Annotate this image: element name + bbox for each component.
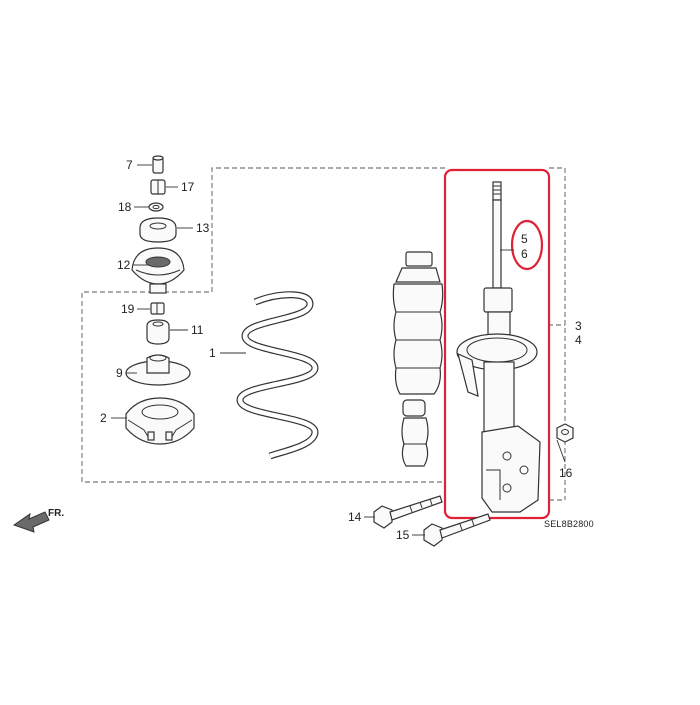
- front-direction-arrow: FR.: [12, 508, 64, 533]
- callout-13[interactable]: 13: [196, 221, 210, 235]
- callout-6[interactable]: 6: [521, 247, 528, 261]
- assembly-boundary: [81, 167, 566, 501]
- front-direction-label: FR.: [48, 508, 64, 519]
- callout-4[interactable]: 4: [575, 333, 582, 347]
- callout-19[interactable]: 19: [121, 302, 135, 316]
- part-9-spring-seat[interactable]: [125, 354, 191, 386]
- callout-7[interactable]: 7: [126, 158, 133, 172]
- part-2-spring-mount[interactable]: [125, 397, 195, 445]
- callout-9[interactable]: 9: [116, 366, 123, 380]
- part-12-strut-mount[interactable]: [131, 247, 185, 294]
- callout-5[interactable]: 5: [521, 232, 528, 246]
- callout-16[interactable]: 16: [559, 466, 573, 480]
- part-13-bearing[interactable]: [139, 217, 177, 243]
- callout-11[interactable]: 11: [191, 323, 204, 337]
- callout-17[interactable]: 17: [181, 180, 195, 194]
- callout-3[interactable]: 3: [575, 319, 582, 333]
- part-1-coil-spring[interactable]: [236, 291, 319, 460]
- part-11-bushing[interactable]: [146, 319, 170, 345]
- callout-1[interactable]: 1: [209, 346, 216, 360]
- callout-14[interactable]: 14: [348, 510, 362, 524]
- dust-boot[interactable]: [392, 251, 444, 395]
- callout-12[interactable]: 12: [117, 258, 131, 272]
- part-17-nut[interactable]: [150, 179, 166, 195]
- callout-labels: 7 17 18 13 12 19 11 9 2 1 5 6 3 4 16 14 …: [100, 158, 582, 542]
- part-7-cap[interactable]: [152, 155, 164, 174]
- callout-18[interactable]: 18: [118, 200, 132, 214]
- part-15-bolt[interactable]: [423, 513, 491, 547]
- leader-lines: [111, 164, 566, 536]
- strut-assembly[interactable]: [456, 181, 541, 513]
- callout-5-6-highlight[interactable]: [510, 219, 544, 271]
- part-16-flange-nut[interactable]: [556, 423, 574, 443]
- diagram-code: SEL8B2800: [544, 519, 594, 529]
- callout-15[interactable]: 15: [396, 528, 410, 542]
- strut-highlight-box[interactable]: [443, 168, 551, 520]
- part-14-bolt[interactable]: [373, 495, 443, 529]
- part-18-washer[interactable]: [148, 202, 164, 212]
- bump-stop[interactable]: [401, 399, 429, 467]
- part-19-nut[interactable]: [150, 302, 165, 315]
- callout-2[interactable]: 2: [100, 411, 107, 425]
